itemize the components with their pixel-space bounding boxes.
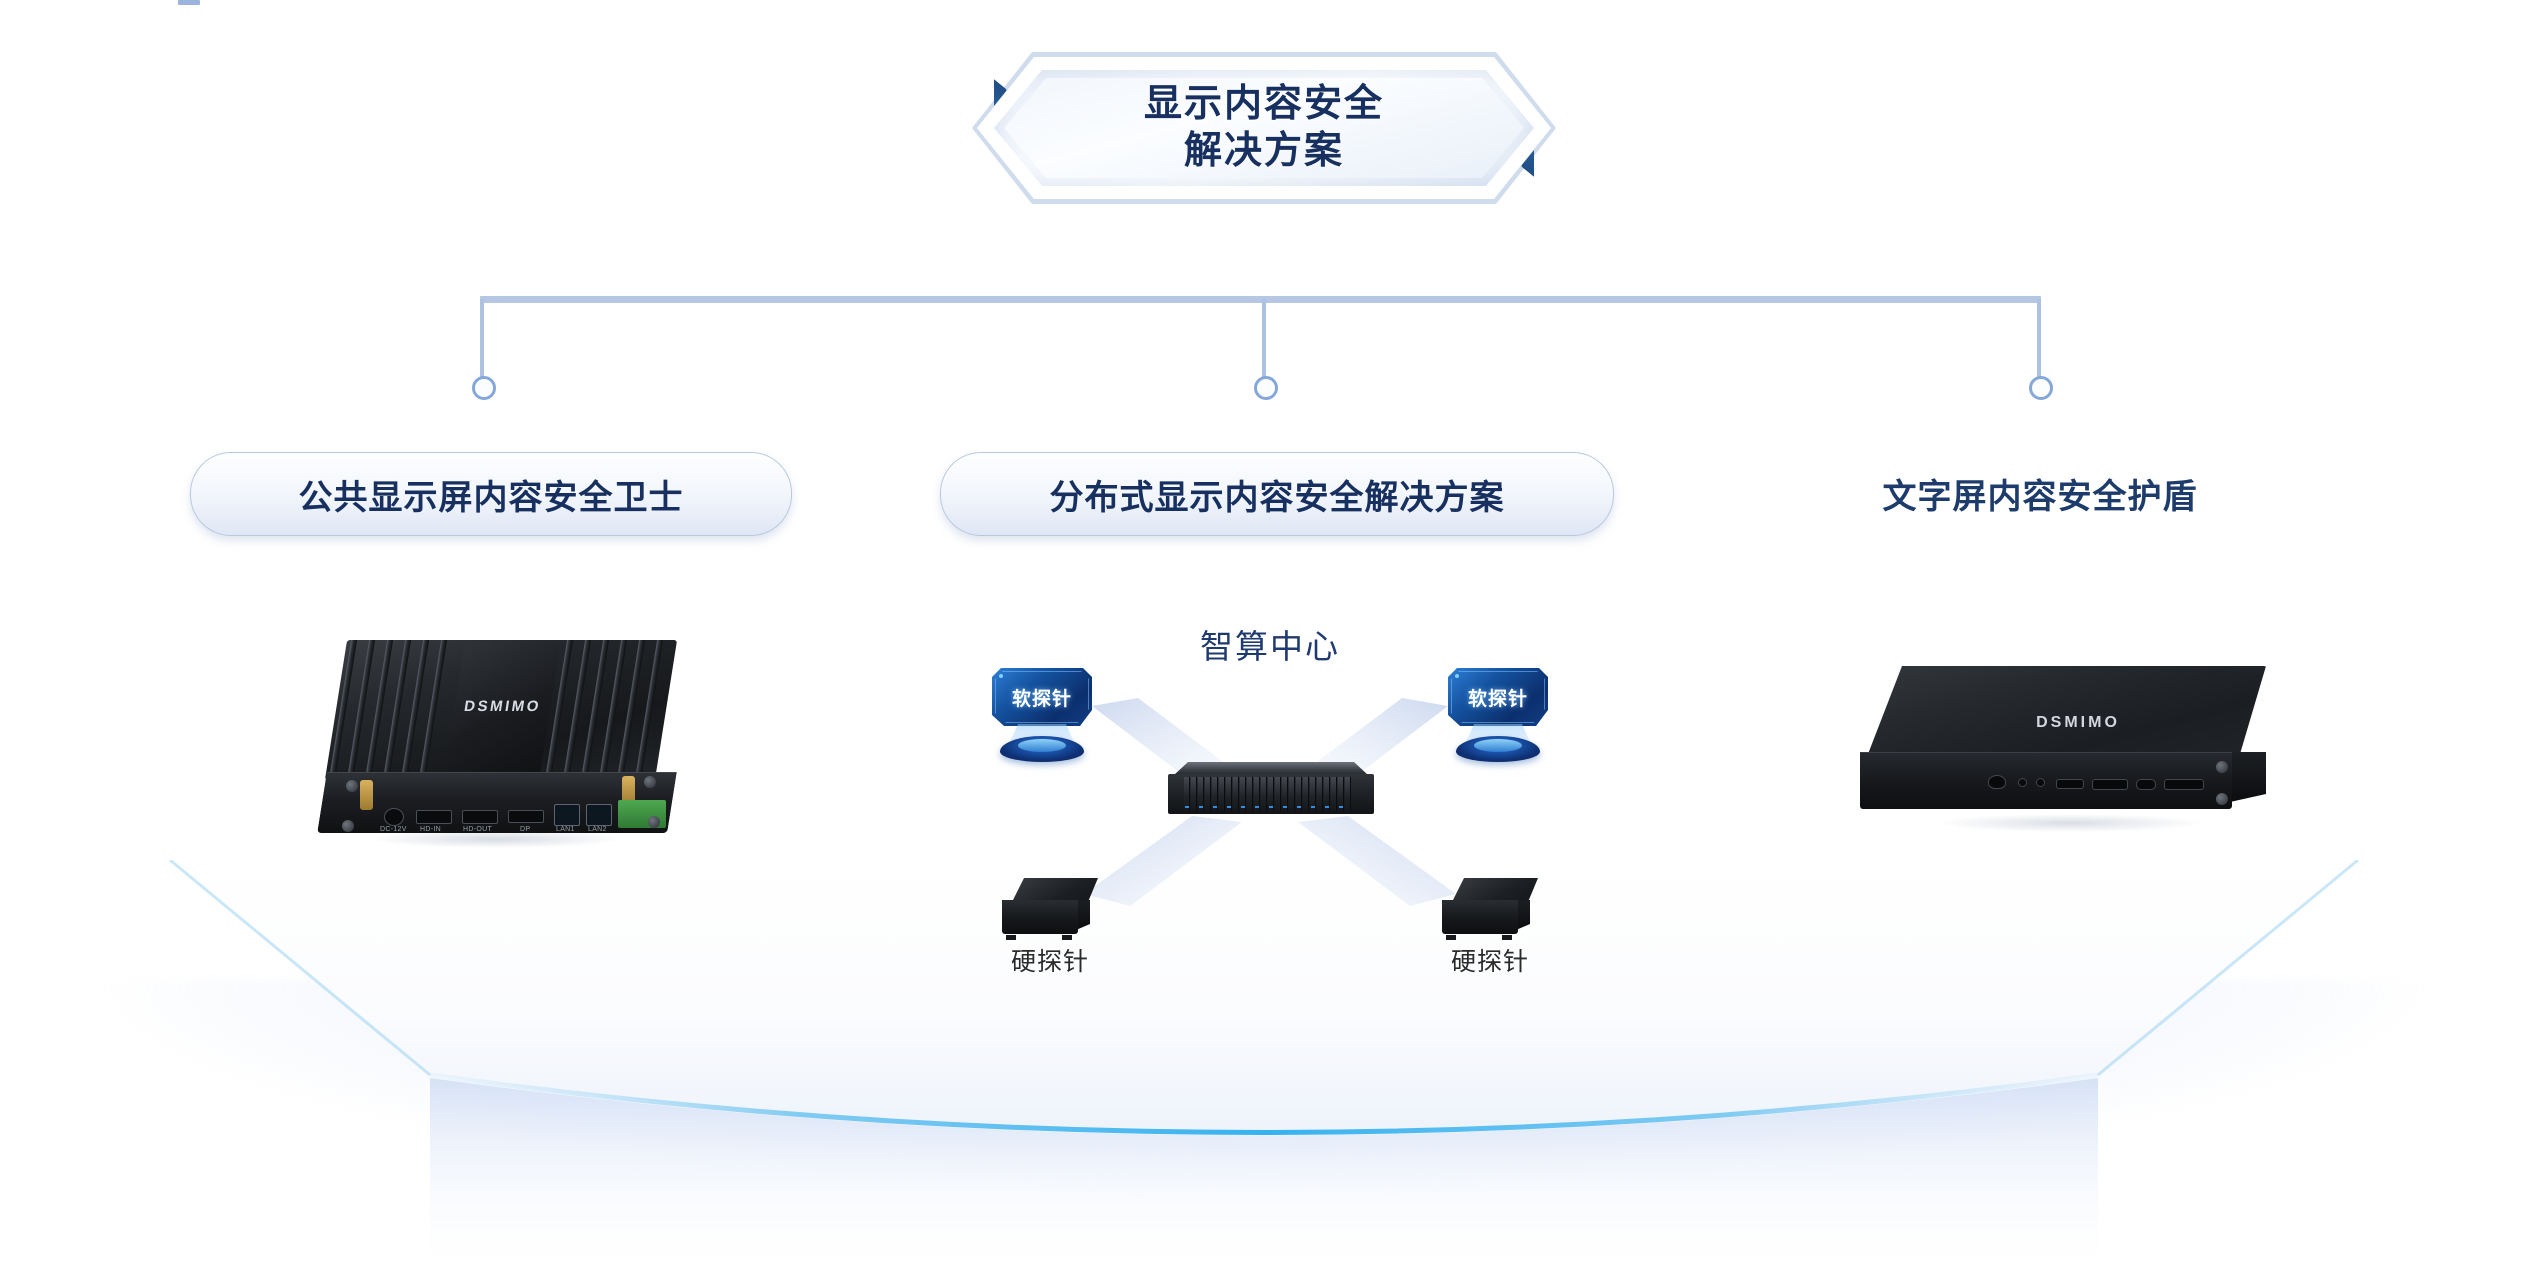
rack-server xyxy=(1168,762,1374,820)
hard-probe-right-side xyxy=(1516,900,1530,930)
banner-title: 显示内容安全 解决方案 xyxy=(972,52,1556,204)
product1-antenna-right xyxy=(622,776,635,806)
product3-right-side xyxy=(2230,752,2266,802)
diagram-title: 智算中心 xyxy=(1200,628,1340,665)
category-label-1: 公共显示屏内容安全卫士 xyxy=(298,478,684,517)
hard-probe-left-top xyxy=(1012,878,1098,902)
soft-probe-right-indicator xyxy=(1455,674,1459,678)
product3-port-usb-1 xyxy=(2056,779,2084,789)
connector-branch-1 xyxy=(480,299,484,379)
product3-screw-top xyxy=(2216,761,2228,773)
product3-port-typec xyxy=(2136,779,2156,790)
product1-port-dc xyxy=(384,808,404,826)
title-banner: 显示内容安全 解决方案 xyxy=(972,52,1556,204)
product1-screw-bl xyxy=(342,820,354,832)
category-label-2: 分布式显示内容安全解决方案 xyxy=(1049,478,1505,517)
banner-title-line1: 显示内容安全 xyxy=(1143,82,1384,125)
product1-screw-tl xyxy=(346,780,358,792)
product1-brand-logo: DSMIMO xyxy=(462,698,543,715)
soft-probe-left: 软探针 xyxy=(992,668,1092,762)
product-diagram-distributed-solution: 智算中心 软探针 xyxy=(980,610,1560,1000)
category-label-text-shield[interactable]: 文字屏内容安全护盾 xyxy=(1780,452,2300,534)
hard-probe-left-front xyxy=(1002,900,1078,934)
connector-branch-3 xyxy=(2037,299,2041,379)
hard-probe-right-top xyxy=(1452,878,1538,902)
soft-probe-left-label: 软探针 xyxy=(1011,689,1072,710)
rack-server-front xyxy=(1168,774,1374,814)
product-image-public-display-guard: DSMIMO DC-12V HD-IN HD-OUT DP LAN1 LAN2 xyxy=(300,630,690,880)
connector-node-2 xyxy=(1254,376,1278,400)
product3-port-lan xyxy=(2092,779,2128,790)
hard-probe-left-side xyxy=(1076,900,1090,930)
product1-port-hdmi-out xyxy=(462,810,498,824)
hard-probe-left: 硬探针 xyxy=(1002,878,1098,976)
product1-port-label-lan1: LAN1 xyxy=(556,826,575,833)
hard-probe-right: 硬探针 xyxy=(1442,878,1538,976)
product3-port-power xyxy=(1988,775,2006,789)
product1-port-label-lan2: LAN2 xyxy=(588,826,607,833)
connector-horizontal-bar xyxy=(480,296,2041,303)
product1-port-hdmi-in xyxy=(416,810,452,824)
product3-screw-bottom xyxy=(2216,793,2228,805)
soft-probe-left-indicator xyxy=(999,674,1003,678)
diagram-beams xyxy=(1084,698,1456,906)
banner-title-line2: 解决方案 xyxy=(1183,130,1344,172)
category-pill-public-display-guard[interactable]: 公共显示屏内容安全卫士 xyxy=(190,452,792,536)
product1-port-label-hdmi-out: HD-OUT xyxy=(463,826,493,833)
soft-probe-right-base xyxy=(1456,736,1540,762)
product1-port-label-dc: DC-12V xyxy=(380,826,407,833)
category-pill-distributed-solution[interactable]: 分布式显示内容安全解决方案 xyxy=(940,452,1614,536)
hard-probe-left-label: 硬探针 xyxy=(1010,948,1089,976)
soft-probe-right-screen xyxy=(1448,668,1548,726)
soft-probe-left-base xyxy=(1000,736,1084,762)
soft-probe-left-screen xyxy=(992,668,1092,726)
hard-probe-right-front xyxy=(1442,900,1518,934)
product1-port-label-hdmi-in: HD-IN xyxy=(420,826,441,833)
product1-screw-br xyxy=(648,816,660,828)
hard-probe-right-label: 硬探针 xyxy=(1450,948,1529,976)
product1-port-label-dp: DP xyxy=(520,826,531,833)
rack-server-top xyxy=(1174,762,1368,775)
stage-shape xyxy=(169,860,2359,1279)
soft-probe-right: 软探针 xyxy=(1448,668,1548,762)
banner-body-inner xyxy=(1004,78,1524,178)
soft-probe-right-label: 软探针 xyxy=(1467,689,1528,710)
product1-port-lan1 xyxy=(554,804,580,826)
decorative-stage-platform xyxy=(0,860,2528,1279)
product1-antenna-left xyxy=(360,780,373,810)
category-label-3: 文字屏内容安全护盾 xyxy=(1882,477,2198,516)
connector-node-3 xyxy=(2029,376,2053,400)
product-image-text-shield: DSMIMO xyxy=(1860,660,2280,860)
product3-port-hdmi xyxy=(2164,779,2204,790)
product3-indicator-1 xyxy=(2018,778,2027,787)
product1-port-lan2 xyxy=(586,804,612,826)
product3-brand-logo: DSMIMO xyxy=(2036,714,2120,731)
product3-indicator-2 xyxy=(2036,778,2045,787)
rack-server-drive-bays xyxy=(1184,777,1358,811)
connector-tree xyxy=(0,280,2528,420)
product1-port-dp xyxy=(508,810,544,823)
product1-screw-tr xyxy=(644,776,656,788)
connector-node-1 xyxy=(472,376,496,400)
connector-branch-2 xyxy=(1262,299,1266,379)
product3-shadow xyxy=(1880,810,2260,836)
product3-top-surface: DSMIMO xyxy=(1868,666,2266,754)
corner-accent-bar xyxy=(178,0,200,5)
product3-front-panel xyxy=(1860,752,2232,809)
product1-heatsink-top: DSMIMO xyxy=(324,640,678,780)
